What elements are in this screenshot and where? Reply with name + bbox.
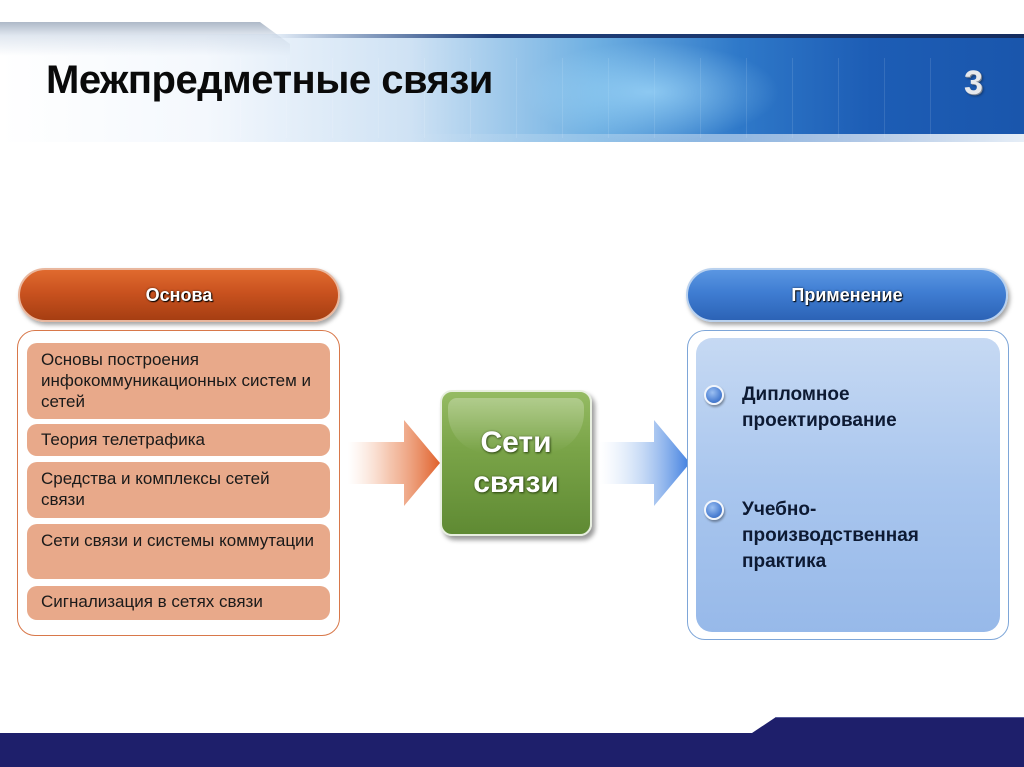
header-banner [0,22,1024,142]
application-item: Учебно-производственная практика [704,497,942,575]
foundation-item: Сети связи и системы коммутации [27,524,330,579]
application-item: Дипломное проектирование [704,382,942,434]
foundation-item: Основы построения инфокоммуникационных с… [27,343,330,419]
bullet-circle-icon [704,500,724,520]
arrow-right-icon [600,420,690,506]
application-header: Применение [686,268,1008,322]
foundation-item: Сигнализация в сетях связи [27,586,330,620]
application-item-label: Учебно-производственная практика [742,499,919,572]
banner-top-slant [0,22,290,56]
center-node: Сети связи [440,390,592,536]
application-item-label: Дипломное проектирование [742,384,897,431]
application-panel [696,338,1000,632]
page-title: Межпредметные связи [46,58,493,102]
bullet-circle-icon [704,385,724,405]
foundation-header: Основа [18,268,340,322]
footer-band [0,717,1024,767]
slide-number: 3 [964,64,983,102]
banner-bottom-edge [404,134,1024,142]
foundation-item: Средства и комплексы сетей связи [27,462,330,518]
banner-glow [520,42,780,142]
arrow-right-icon [348,420,440,506]
banner-edge-line [270,34,1024,38]
foundation-item: Теория телетрафика [27,424,330,456]
